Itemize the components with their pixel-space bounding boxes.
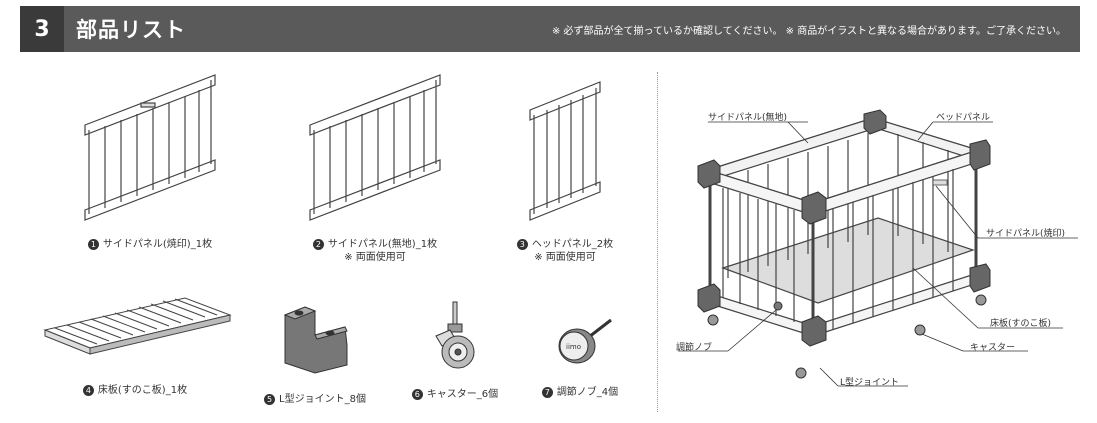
- part-number-badge: 2: [312, 239, 324, 250]
- part-label: キャスター_6個: [426, 389, 499, 400]
- step-number: 3: [20, 6, 64, 52]
- part-number-badge: 3: [516, 239, 528, 250]
- part-label: L型ジョイント_8個: [279, 394, 366, 405]
- knob-logo-text: iimo: [566, 343, 581, 351]
- head-panel-illustration: [529, 81, 601, 221]
- part-label: ヘッドパネル_2枚: [531, 239, 614, 250]
- callout-l-joint: L型ジョイント: [840, 378, 900, 388]
- side-panel-branded-illustration: [84, 74, 216, 221]
- part-label: サイドパネル(無地)_1枚: [327, 239, 438, 250]
- part-number-badge: 6: [411, 389, 423, 400]
- side-panel-plain-illustration: [309, 74, 441, 221]
- assembled-crib: サイドパネル(無地) ベッドパネル サイドパネル(焼印) 床板(すのこ板) 調節…: [668, 78, 1088, 412]
- section-header: 3 部品リスト ※ 必ず部品が全て揃っているか確認してください。 ※ 商品がイラ…: [20, 6, 1080, 52]
- callout-side-panel-brand: サイドパネル(焼印): [986, 229, 1066, 239]
- dotted-divider: [657, 72, 658, 412]
- header-notes: ※ 必ず部品が全て揃っているか確認してください。 ※ 商品がイラストと異なる場合…: [552, 25, 1066, 37]
- part-number-badge: 5: [264, 394, 276, 405]
- adjust-knob-illustration: iimo: [558, 318, 612, 364]
- callout-caster: キャスター: [970, 343, 1016, 353]
- callout-side-panel-plain: サイドパネル(無地): [708, 113, 788, 123]
- part-label: 調節ノブ_4個: [556, 387, 619, 398]
- part-number-badge: 4: [82, 385, 94, 396]
- l-joint-illustration: [283, 306, 348, 374]
- part-label: サイドパネル(焼印)_1枚: [102, 239, 213, 250]
- part-number-badge: 7: [541, 387, 553, 398]
- assembled-crib-illustration: [678, 109, 1078, 387]
- part-note: ※ 両面使用可: [534, 252, 596, 263]
- part-number-badge: 1: [87, 239, 99, 250]
- part-label: 床板(すのこ板)_1枚: [97, 385, 188, 396]
- caster-illustration: [435, 301, 475, 369]
- callout-adjust-knob: 調節ノブ: [676, 343, 713, 353]
- floor-board-illustration: [43, 297, 232, 355]
- page-title: 部品リスト: [76, 18, 186, 42]
- part-note: ※ 両面使用可: [344, 252, 406, 263]
- callout-floor-board: 床板(すのこ板): [990, 319, 1052, 329]
- callout-bed-panel: ベッドパネル: [936, 113, 991, 123]
